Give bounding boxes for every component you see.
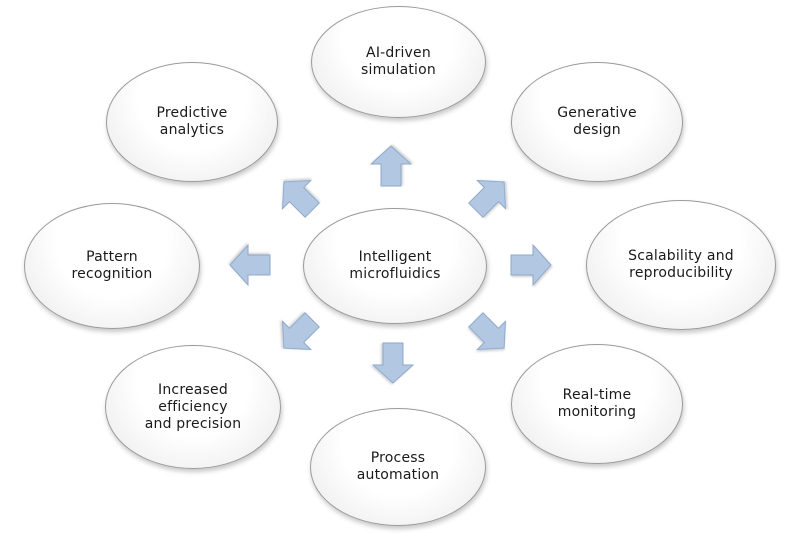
node-predictive-analytics: Predictive analytics [106, 62, 278, 182]
arrow-up-left-icon [281, 179, 320, 218]
node-label: Generative design [557, 105, 637, 138]
arrow-left-icon [229, 243, 271, 287]
arrow-up-icon [369, 145, 413, 187]
node-label: Predictive analytics [156, 105, 228, 138]
arrow-down-icon [371, 342, 415, 384]
node-label: AI-driven simulation [361, 45, 436, 78]
arrow-down-left-icon [281, 312, 320, 351]
node-label: Increased efficiency and precision [144, 381, 242, 432]
node-label: Real-time monitoring [557, 387, 637, 420]
node-label: Pattern recognition [71, 249, 153, 282]
arrow-up-right-icon [468, 179, 507, 218]
node-scalability-and-reproducibility: Scalability and reproducibility [586, 200, 776, 330]
node-pattern-recognition: Pattern recognition [24, 203, 200, 329]
node-ai-driven-simulation: AI-driven simulation [311, 6, 486, 118]
node-real-time-monitoring: Real-time monitoring [511, 344, 683, 464]
arrow-down-right-icon [468, 312, 507, 351]
center-node-intelligent-microfluidics: Intelligent microfluidics [303, 208, 487, 324]
node-generative-design: Generative design [511, 62, 683, 182]
arrow-right-icon [510, 243, 552, 287]
node-process-automation: Process automation [310, 408, 486, 526]
node-increased-efficiency-and-precision: Increased efficiency and precision [105, 345, 281, 469]
node-label: Process automation [356, 450, 440, 483]
node-label: Scalability and reproducibility [628, 248, 734, 281]
center-node-label: Intelligent microfluidics [349, 249, 441, 282]
